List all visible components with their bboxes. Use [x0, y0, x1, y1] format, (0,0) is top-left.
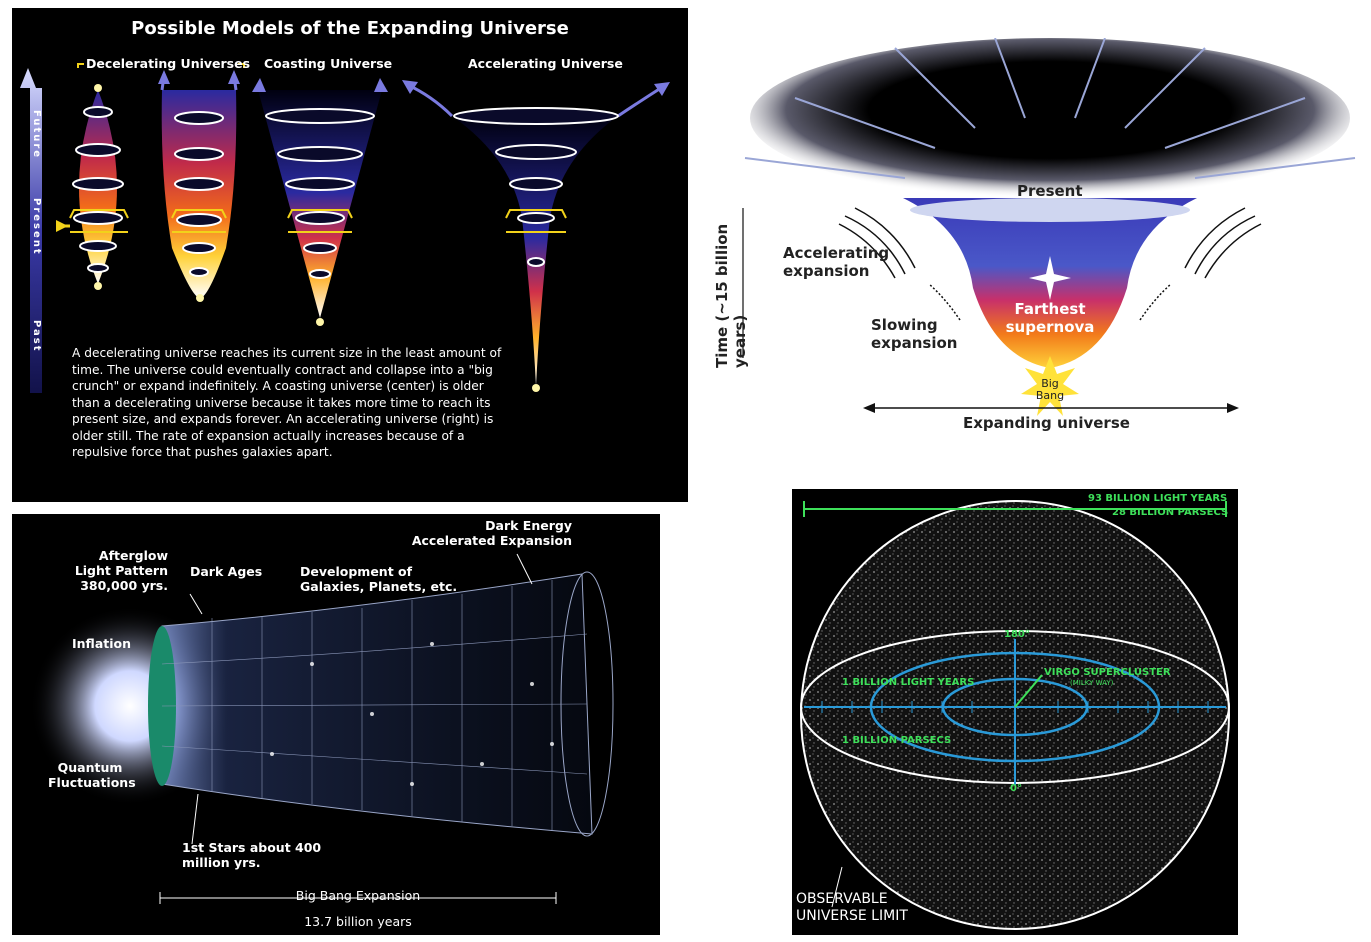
timeline-panel: Afterglow Light Pattern 380,000 yrs. Inf…: [12, 514, 660, 935]
sphere-diagram: [800, 500, 1230, 930]
expansion-disk: [750, 38, 1350, 198]
open-decelerating-shape: [161, 90, 237, 298]
accelerating-expansion-label: Accelerating expansion: [783, 244, 890, 280]
coasting-shape: [258, 90, 382, 318]
sphere-panel: 93 BILLION LIGHT YEARS 28 BILLION PARSEC…: [792, 489, 1238, 935]
dark-ages-label: Dark Ages: [190, 564, 263, 579]
big-bang-label: Big Bang: [1035, 377, 1065, 402]
present-label: Present: [1017, 182, 1083, 200]
observable-limit-label: OBSERVABLE UNIVERSE LIMIT: [796, 891, 908, 924]
dark-energy-label: Dark Energy Accelerated Expansion: [411, 518, 572, 548]
side-arrows: [838, 207, 1262, 321]
slowing-expansion-label: Slowing expansion: [871, 316, 958, 352]
outward-arrows: [744, 38, 1356, 179]
funnel-diagram: [742, 38, 1356, 416]
big-bang-burst: [1021, 356, 1079, 416]
afterglow-label: Afterglow Light Pattern 380,000 yrs.: [74, 548, 168, 593]
coasting-heading: Coasting Universe: [264, 56, 393, 71]
big-bang-stars: [94, 84, 540, 392]
decelerating-heading: Decelerating Universes: [86, 56, 251, 71]
present-marker-arrow: [56, 220, 68, 232]
models-description: A decelerating universe reaches its curr…: [72, 346, 502, 459]
accelerating-shape: [452, 116, 618, 386]
one-billion-ly-label: 1 BILLION LIGHT YEARS: [842, 677, 975, 688]
present-disk: [910, 198, 1190, 222]
time-axis-label: Time (~15 billion years): [713, 223, 749, 368]
axis-past-label: Past: [31, 320, 42, 353]
supernova-star: [1029, 256, 1071, 300]
equator-ticks: [821, 701, 1209, 713]
milky-way-label: (MILKY WAY): [1070, 679, 1114, 687]
expanding-universe-label: Expanding universe: [963, 414, 1130, 432]
duration-label: 13.7 billion years: [304, 914, 412, 929]
accelerating-heading: Accelerating Universe: [468, 56, 623, 71]
big-bang-expansion-label: Big Bang Expansion: [295, 888, 421, 903]
virgo-label: VIRGO SUPERCLUSTER: [1044, 667, 1171, 678]
inflation-label: Inflation: [72, 636, 131, 651]
first-stars-label: 1st Stars about 400 million yrs.: [182, 840, 322, 870]
models-diagram: [20, 63, 670, 393]
models-panel: Possible Models of the Expanding Univers…: [12, 8, 688, 502]
time-axis-arrow: [20, 68, 42, 393]
models-title: Possible Models of the Expanding Univers…: [131, 18, 569, 39]
funnel-panel: Present Accelerating expansion Slowing e…: [705, 38, 1365, 436]
light-years-label: 93 BILLION LIGHT YEARS: [1088, 493, 1228, 504]
deg-0-label: 0°: [1010, 783, 1022, 794]
parsecs-label: 28 BILLION PARSECS: [1112, 507, 1229, 518]
farthest-supernova-label: Farthest supernova: [1005, 300, 1095, 336]
one-billion-pc-label: 1 BILLION PARSECS: [842, 735, 952, 746]
timeline-diagram: [30, 553, 614, 904]
development-label: Development of Galaxies, Planets, etc.: [300, 564, 458, 594]
present-brackets: [69, 63, 567, 233]
deg-180-label: 180°: [1004, 629, 1030, 640]
galaxy-rings: [72, 106, 619, 279]
axis-present-label: Present: [31, 198, 42, 256]
axis-future-label: Future: [31, 110, 42, 160]
quantum-fluctuations-label: Quantum Fluctuations: [48, 760, 136, 790]
